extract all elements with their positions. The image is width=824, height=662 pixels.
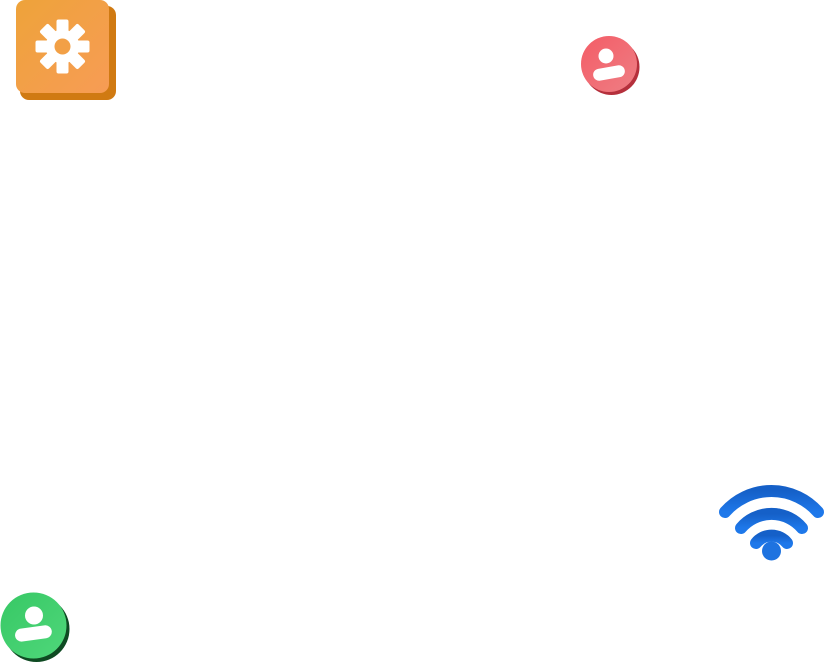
user-avatar-icon [581,36,640,95]
user-avatar-icon [0,592,70,662]
settings-app-button[interactable] [16,0,116,100]
wifi-signal-icon [719,485,824,561]
user-avatar-button-red[interactable] [580,35,640,95]
settings-gear-icon [16,0,116,100]
user-avatar-button-green[interactable] [0,592,70,662]
wifi-button[interactable] [719,480,824,562]
